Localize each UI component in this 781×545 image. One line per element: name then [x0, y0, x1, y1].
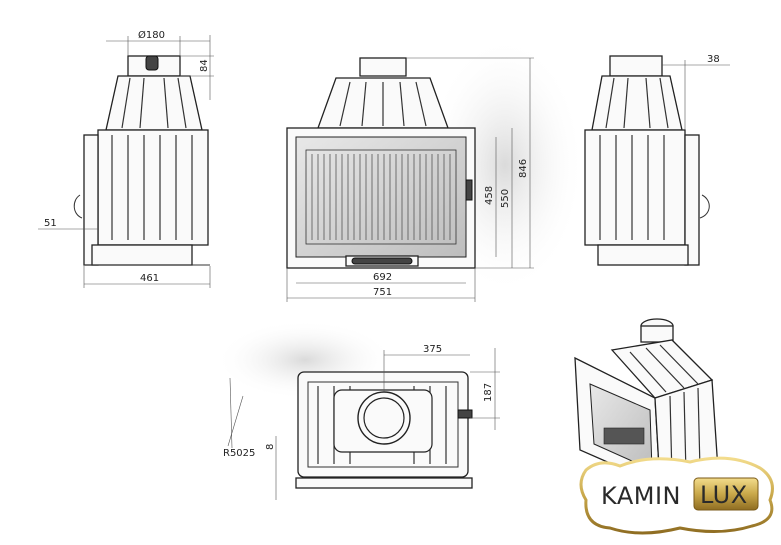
- dim-glass-height: 458: [484, 186, 495, 205]
- dim-flue-center: 375: [423, 344, 442, 355]
- logo-kamin-text: KAMIN: [601, 482, 681, 510]
- dim-total-height: 846: [518, 159, 529, 178]
- dim-small-gap: 8: [265, 444, 276, 450]
- dim-collar-height: 84: [199, 59, 210, 72]
- kaminlux-logo: KAMIN LUX: [579, 456, 774, 535]
- dim-total-width: 751: [373, 287, 392, 298]
- side-view-right: [584, 55, 710, 266]
- dim-radius: R5025: [223, 448, 255, 459]
- side-view-left: [73, 55, 210, 266]
- dim-front-height: 550: [500, 189, 511, 208]
- dim-depth: 461: [140, 273, 159, 284]
- dim-flue-depth: 187: [483, 383, 494, 402]
- dim-top-offset: 38: [707, 54, 720, 65]
- front-view: [286, 57, 476, 269]
- dim-inner-width: 692: [373, 272, 392, 283]
- dim-flue-diameter: Ø180: [138, 29, 165, 41]
- logo-lux-plate: [693, 477, 759, 511]
- logo-lux-text: LUX: [700, 481, 748, 509]
- top-view: [295, 371, 473, 489]
- dim-side-offset: 51: [44, 218, 57, 229]
